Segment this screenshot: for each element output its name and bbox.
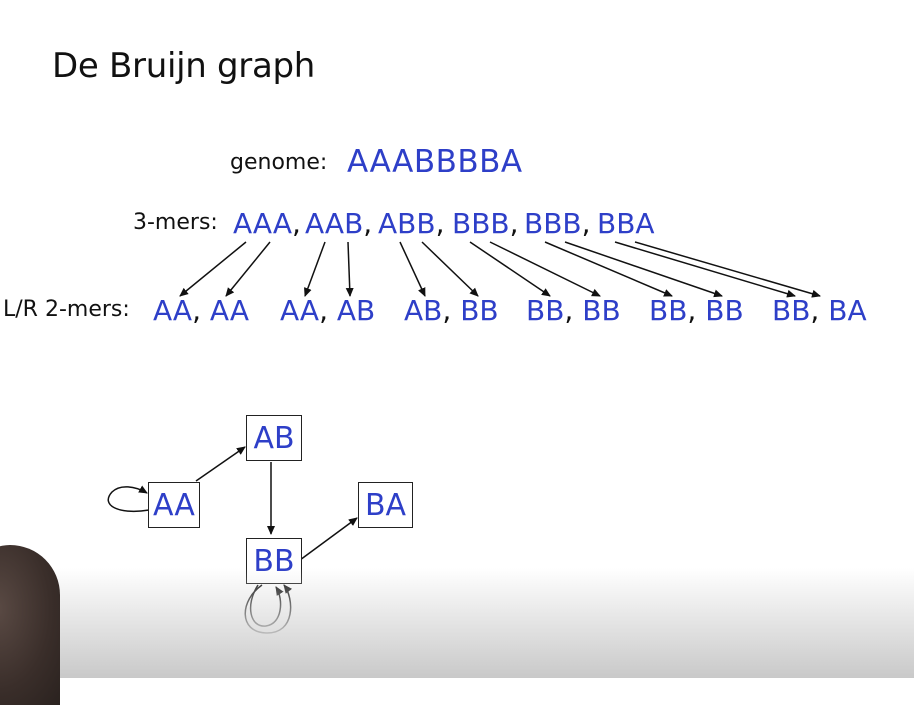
kmer-item: BBA [597, 207, 655, 240]
split-arrow [399, 241, 426, 297]
split-arrow [614, 241, 796, 298]
split-arrow [634, 241, 821, 298]
lr2mers-label: L/R 2-mers: [3, 297, 130, 322]
kmer-item: AAB, [305, 207, 373, 240]
edge-aa-ab [195, 446, 246, 482]
split-arrow [225, 241, 271, 297]
kmer-item: AAA, [233, 207, 301, 240]
graph-node: BA [358, 482, 413, 528]
presenter-silhouette [0, 545, 60, 705]
lr2mer-pair: AA, AB [280, 294, 376, 327]
edge-bb-ba [299, 517, 358, 561]
lr2mer-pair: AB, BB [404, 294, 499, 327]
genome-label: genome: [230, 150, 328, 175]
arrows-layer [107, 241, 821, 634]
kmers-label: 3-mers: [133, 210, 218, 235]
split-arrow [179, 241, 247, 297]
split-arrow [304, 241, 326, 297]
split-arrow [469, 241, 551, 297]
lr2mer-pair: BB, BA [772, 294, 867, 327]
kmer-item: BBB, [524, 207, 591, 240]
lr2mer-pair: BB, BB [526, 294, 621, 327]
split-arrow [421, 241, 479, 297]
page-title: De Bruijn graph [52, 46, 316, 86]
split-arrow [564, 241, 723, 298]
edge-aa-self [107, 485, 150, 512]
lr2mer-pair: AA, AA [153, 294, 249, 327]
lr2mer-pair: BB, BB [649, 294, 744, 327]
split-arrow [489, 241, 601, 297]
kmer-item: ABB, [378, 207, 445, 240]
kmer-item: BBB, [452, 207, 519, 240]
video-bottom-fade [0, 568, 914, 678]
graph-node: AB [246, 415, 302, 461]
graph-node: AA [148, 482, 200, 528]
split-arrow [544, 241, 673, 297]
genome-sequence: AAABBBBA [347, 144, 523, 180]
split-arrow [345, 241, 354, 297]
